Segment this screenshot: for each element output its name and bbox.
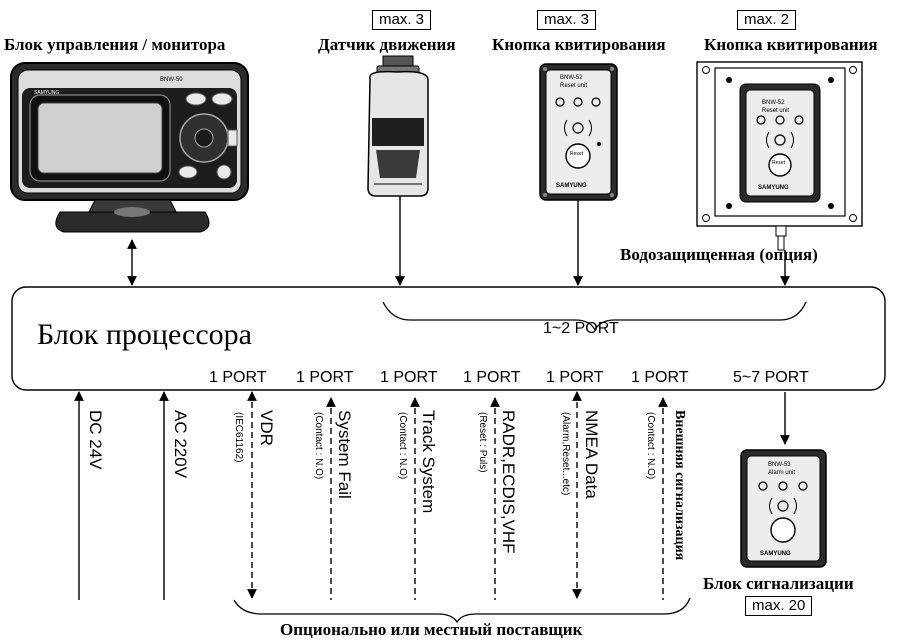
reset-2-model: BNW-52	[762, 100, 785, 106]
vdr-label: VDR	[257, 410, 276, 446]
external-alarm-sub: (Contact : N.O)	[645, 412, 656, 480]
reset-1-btn: Reset	[570, 151, 584, 157]
reset-1-model: BNW-52	[560, 75, 583, 81]
max-box-reset-button-2: max. 2	[737, 10, 797, 30]
radr-label: RADR,ECDIS,VHF	[499, 410, 518, 554]
reset-2-name: Reset unit	[762, 108, 789, 114]
max-box-motion-sensor: max. 3	[372, 10, 432, 30]
ac220v-label: AC 220V	[171, 410, 190, 479]
port-track-system: 1 PORT	[380, 369, 438, 386]
reset-1-name: Reset unit	[560, 83, 587, 89]
reset-2-brand: SAMYUNG	[758, 185, 789, 191]
alarm-model: BNW-53	[768, 462, 791, 468]
bottom-brace	[233, 597, 691, 624]
port-radr: 1 PORT	[463, 369, 521, 386]
waterproof-label: Водозащищенная (опция)	[620, 245, 818, 264]
max-box-alarm-unit: max. 20	[745, 596, 813, 616]
reset-button-title-1: Кнопка квитирования	[492, 35, 666, 54]
optional-supplier-label: Опционально или местный поставщик	[280, 620, 583, 639]
processor-title: Блок процессора	[37, 318, 252, 351]
alarm-name: Alarm unit	[768, 470, 795, 476]
system-fail-sub: (Contact : N.O)	[313, 412, 324, 480]
dc24v-label: DC 24V	[86, 410, 105, 470]
monitor-device	[10, 62, 249, 233]
alarm-unit-device	[740, 449, 827, 568]
reset-unit-device-1	[539, 63, 618, 201]
track-system-label: Track System	[419, 410, 438, 514]
vdr-sub: (IEC61162)	[233, 412, 244, 463]
port-alarm-units: 5~7 PORT	[733, 369, 809, 386]
external-alarm-label: Внешняя сигнализация	[672, 410, 687, 561]
processor-box	[11, 286, 886, 391]
motion-sensor-device	[367, 55, 429, 197]
track-system-sub: (Contact : N.O)	[397, 412, 408, 480]
port-nmea: 1 PORT	[546, 369, 604, 386]
port-external-alarm: 1 PORT	[631, 369, 689, 386]
reset-unit-device-2-waterproof	[696, 61, 863, 251]
ports-brace-top	[382, 301, 807, 332]
reset-button-title-2: Кнопка квитирования	[704, 35, 878, 54]
radr-sub: (Reset : Puls)	[477, 412, 488, 473]
monitor-brand-text: SAMYUNG	[34, 90, 59, 96]
max-box-reset-button-1: max. 3	[537, 10, 597, 30]
control-unit-title: Блок управления / монитора	[4, 35, 226, 54]
port-reset-buttons: 1~2 PORT	[543, 320, 619, 337]
alarm-unit-title: Блок сигнализации	[703, 574, 854, 593]
monitor-model-text: BNW-50	[160, 77, 183, 83]
nmea-label: NMEA Data	[582, 410, 601, 499]
motion-sensor-title: Датчик движения	[318, 35, 456, 54]
port-system-fail: 1 PORT	[296, 369, 354, 386]
reset-1-brand: SAMYUNG	[556, 183, 587, 189]
alarm-brand: SAMYUNG	[760, 551, 791, 557]
system-fail-label: System Fail	[335, 410, 354, 499]
port-vdr: 1 PORT	[209, 369, 267, 386]
reset-2-btn: Reset	[772, 160, 786, 166]
nmea-sub: (Alarm,Reset...etc)	[560, 412, 571, 496]
